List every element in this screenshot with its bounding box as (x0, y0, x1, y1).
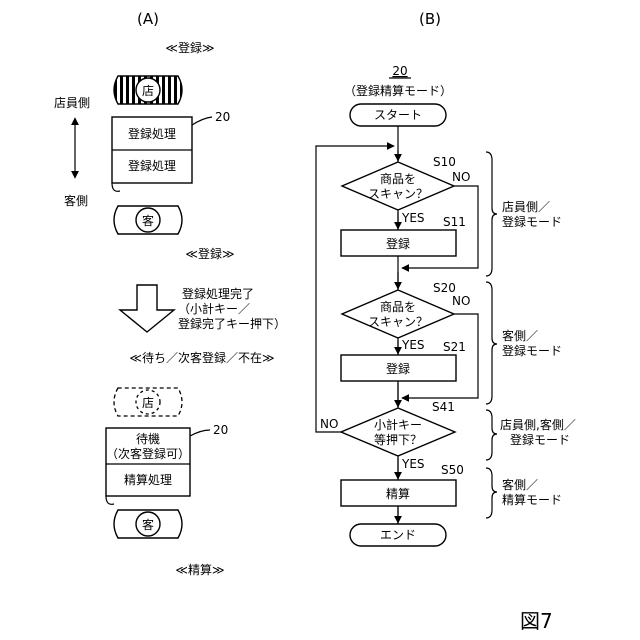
shop-icon-label: 店 (142, 84, 154, 98)
shop-icon2-label: 店 (142, 396, 154, 410)
decision-subtotal (341, 408, 455, 456)
bracket-3-line1: 店員側,客側／ (500, 417, 576, 432)
device-ref2-leader (190, 430, 210, 436)
decision-scan-1 (342, 162, 454, 210)
bracket-4-line2: 精算モード (502, 492, 562, 507)
decision-3-line2: 等押下？ (374, 433, 422, 447)
transition-arrow (120, 285, 174, 332)
yes-label-3: YES (401, 457, 425, 471)
no-label-3: NO (320, 417, 338, 431)
customer-side-label: 客側 (64, 193, 88, 208)
step-s10: S10 (433, 155, 456, 169)
panel-a-label: (A) (137, 10, 159, 28)
bracket-4 (486, 468, 497, 518)
decision-1-line2: スキャン？ (368, 187, 428, 201)
state-settle: ≪精算≫ (175, 562, 224, 577)
settle-label: 精算 (386, 486, 410, 501)
device-ref: 20 (215, 110, 230, 124)
bracket-1-line1: 店員側／ (502, 200, 550, 214)
decision-3-line1: 小計キー (374, 417, 422, 432)
bracket-1-line2: 登録モード (502, 214, 562, 229)
step-s20: S20 (433, 281, 456, 295)
bracket-1 (486, 152, 497, 276)
panel-b-label: (B) (419, 10, 441, 28)
register-proc-customer: 登録処理 (128, 158, 176, 173)
device-ref-leader (192, 117, 212, 125)
decision-scan-2 (342, 290, 454, 338)
settle-proc: 精算処理 (124, 472, 172, 487)
figure-label: 図7 (520, 609, 553, 633)
state-register-mid: ≪登録≫ (185, 246, 234, 261)
customer-icon2-label: 客 (142, 517, 154, 532)
yes-label-2: YES (401, 338, 425, 352)
step-s11: S11 (443, 215, 466, 229)
customer-icon-label: 客 (142, 213, 154, 228)
start-label: スタート (374, 108, 422, 122)
standby-line1: 待機 (136, 431, 160, 446)
register-proc-shop: 登録処理 (128, 126, 176, 141)
flow-mode: （登録精算モード） (344, 83, 452, 98)
bracket-3 (486, 410, 497, 460)
register-2-label: 登録 (386, 361, 410, 376)
bracket-3-line2: 登録モード (510, 432, 570, 447)
end-label: エンド (380, 528, 416, 542)
bracket-2-line2: 登録モード (502, 343, 562, 358)
shop-side-label: 店員側 (54, 96, 90, 110)
decision-1-line1: 商品を (380, 171, 416, 186)
bracket-2-line1: 客側／ (502, 328, 538, 343)
step-s21: S21 (443, 340, 466, 354)
yes-label-1: YES (401, 211, 425, 225)
decision-2-line2: スキャン？ (368, 315, 428, 329)
standby-line2: （次客登録可） (106, 446, 190, 461)
device-ref2: 20 (213, 423, 228, 437)
state-wait: ≪待ち／次客登録／不在≫ (129, 350, 274, 365)
flow-ref: 20 (392, 64, 407, 78)
decision-2-line1: 商品を (380, 299, 416, 314)
no-label-2: NO (452, 294, 470, 308)
bracket-4-line1: 客側／ (502, 477, 538, 492)
register-1-label: 登録 (386, 236, 410, 251)
transition-line2: （小計キー／ (178, 301, 250, 316)
state-register-top: ≪登録≫ (165, 40, 214, 55)
step-s50: S50 (441, 463, 464, 477)
transition-line3: 登録完了キー押下） (178, 316, 286, 331)
no-label-1: NO (452, 170, 470, 184)
bracket-2 (486, 282, 497, 404)
step-s41: S41 (432, 400, 455, 414)
transition-line1: 登録処理完了 (182, 286, 254, 301)
